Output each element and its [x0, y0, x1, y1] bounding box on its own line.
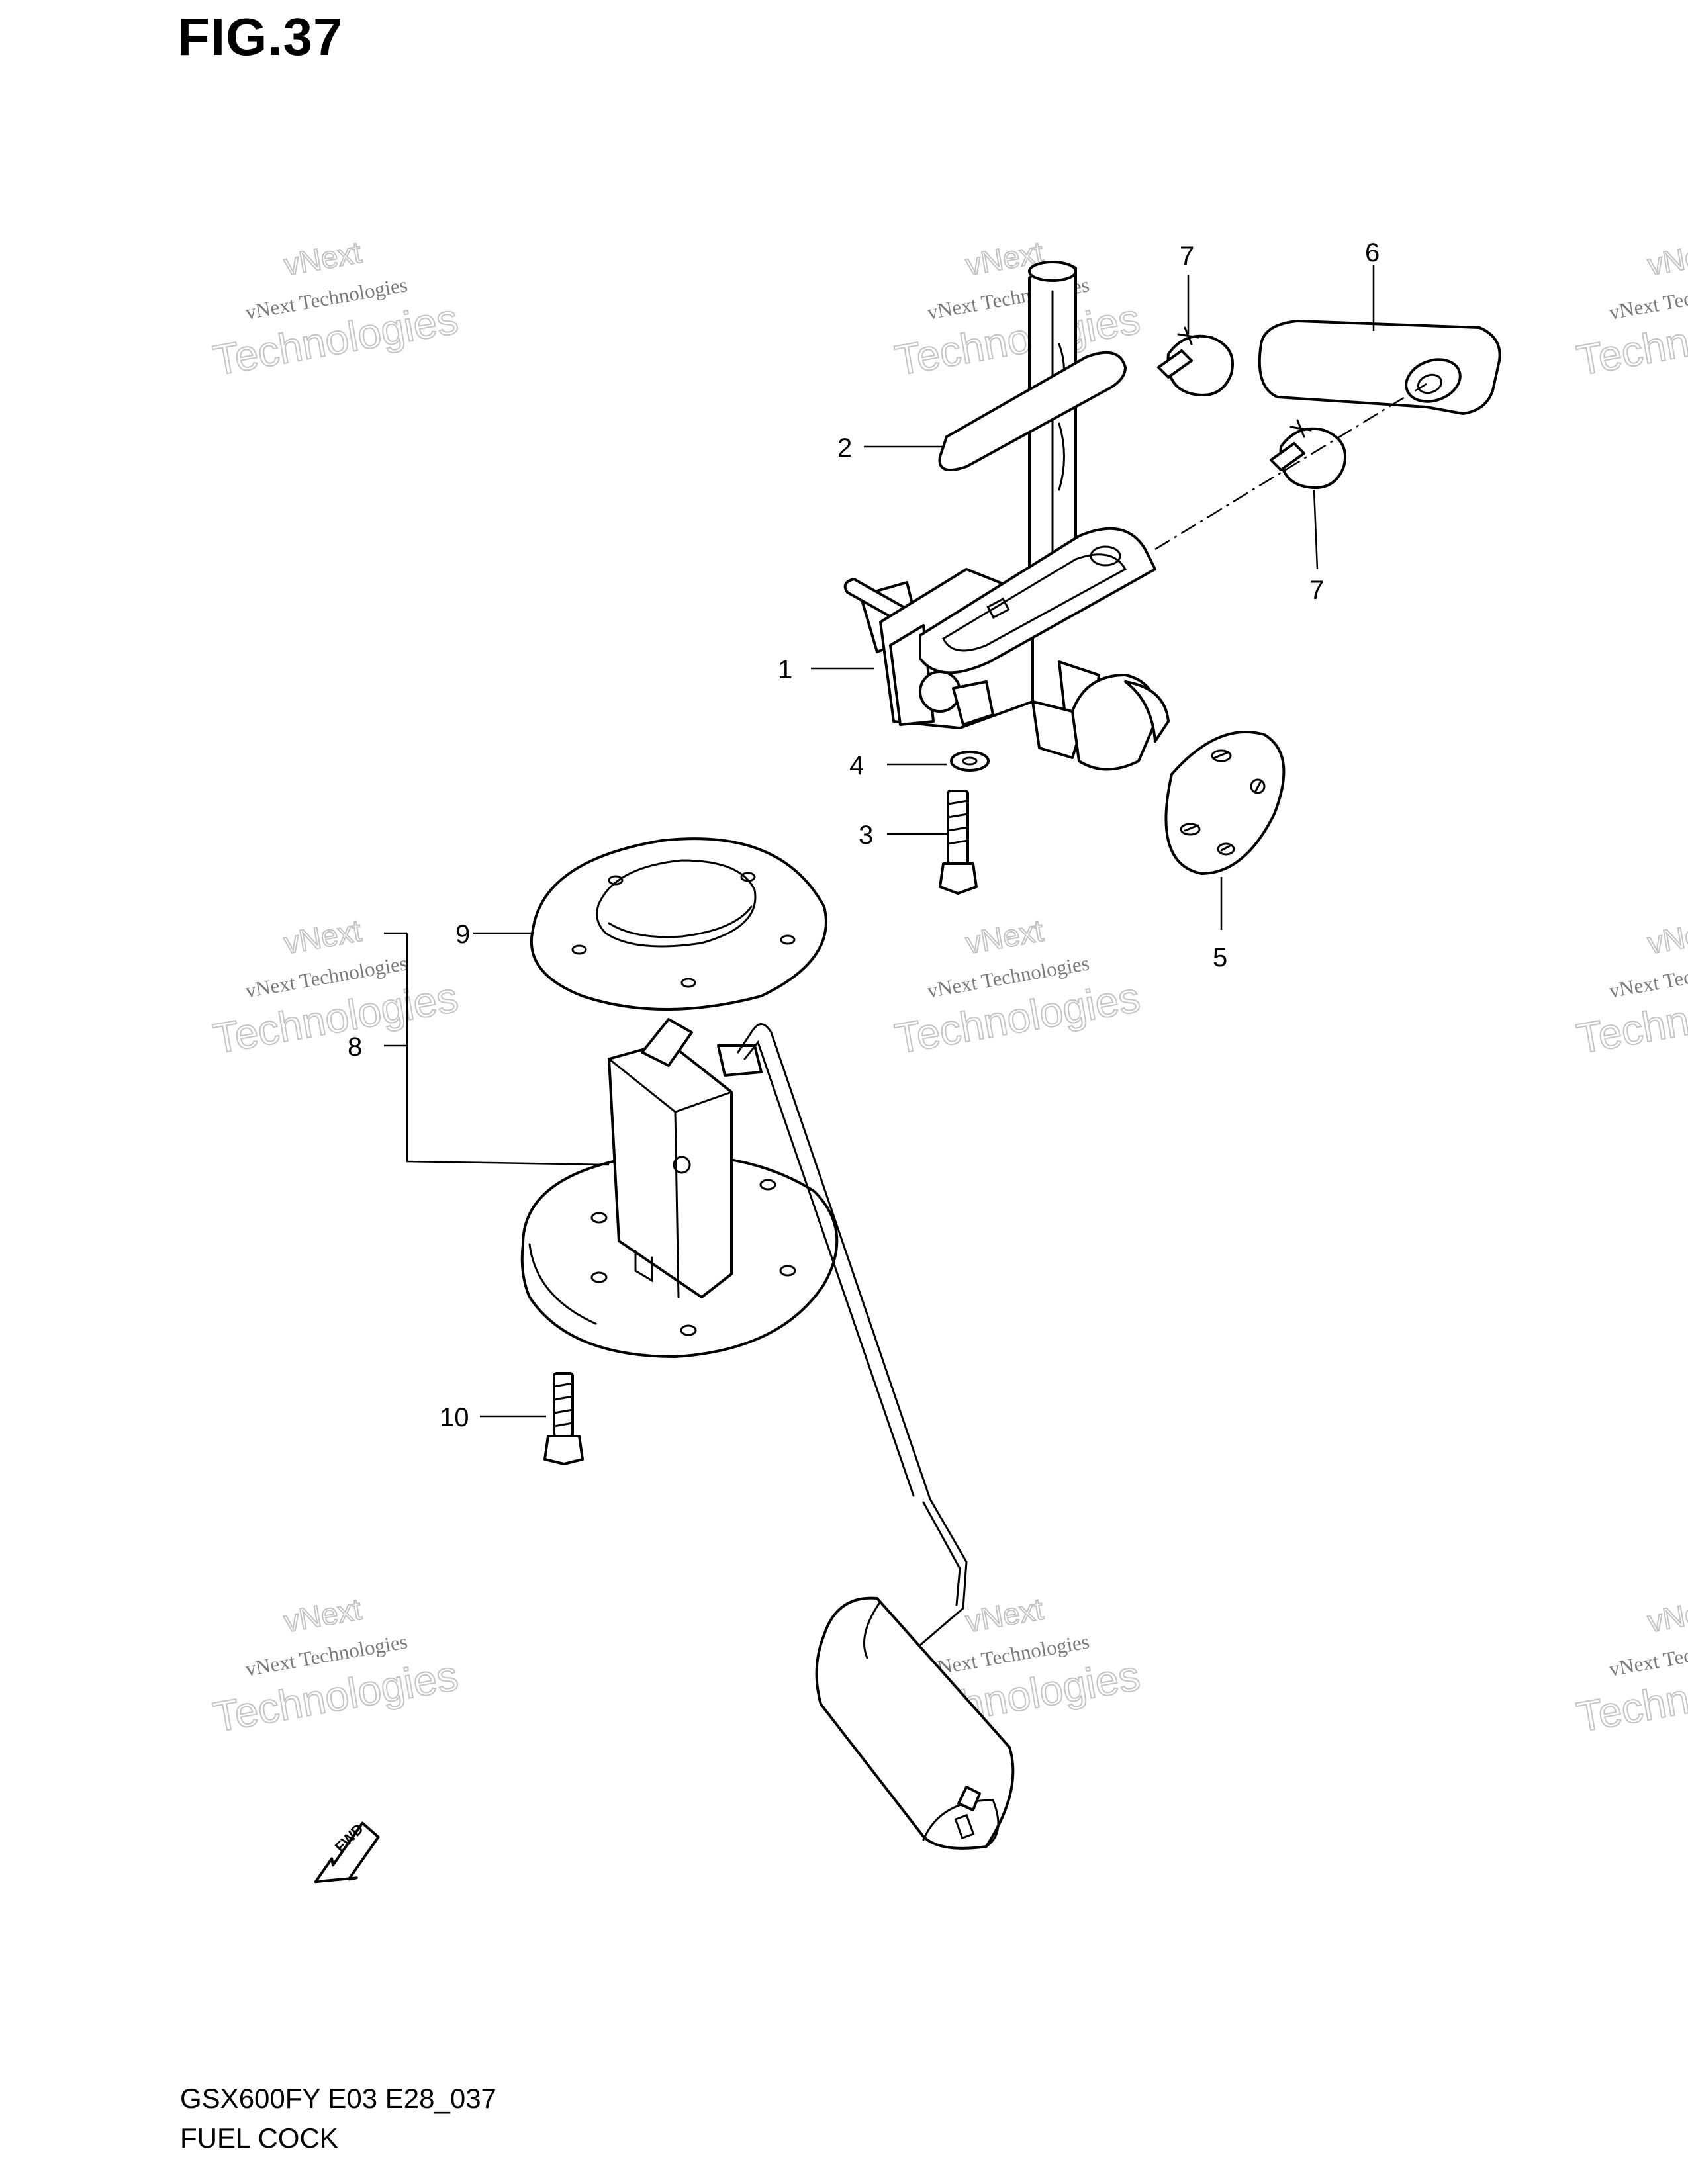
watermark: vNext vNext Technologies Technologies: [209, 913, 462, 1064]
watermark-text: vNext: [281, 913, 364, 961]
watermark-text: vNext: [1645, 235, 1688, 283]
callout-7-upper: 7: [1180, 242, 1194, 271]
part-3-bolt: [939, 790, 978, 895]
watermark-text: vNext: [1645, 1592, 1688, 1639]
callout-7-lower: 7: [1309, 576, 1324, 605]
watermark: vNext vNext Technologies Technologies: [209, 234, 462, 385]
part-2-gasket: [938, 351, 1127, 471]
callout-10: 10: [440, 1403, 469, 1432]
callout-3: 3: [859, 821, 873, 850]
callouts: 1 2 3 4 5 6 7 7 8 9 10: [348, 238, 1380, 1432]
watermark-text: vNext Technologies: [1607, 1629, 1688, 1680]
part-5-filter-plate: [1164, 731, 1286, 875]
watermark-text: vNext: [963, 913, 1046, 961]
watermark-text: vNext: [963, 1592, 1046, 1639]
part-1-fuel-cock: [843, 261, 1170, 771]
callout-9: 9: [455, 920, 470, 949]
part-10-screw: [543, 1372, 584, 1465]
watermark: vNext vNext Technologies Technologies: [1573, 234, 1688, 385]
callout-5: 5: [1213, 943, 1227, 972]
figure-name: FUEL COCK: [180, 2122, 338, 2154]
callout-4: 4: [849, 751, 864, 780]
part-8-fuel-gauge-unit: [520, 1018, 1015, 1850]
watermark: vNext vNext Technologies Technologies: [891, 913, 1144, 1064]
part-4-washer: [950, 751, 990, 772]
watermark: vNext vNext Technologies Technologies: [1573, 1591, 1688, 1742]
watermark-text: vNext: [281, 235, 364, 283]
part-7-clamp-upper: [1157, 326, 1234, 396]
watermark: vNext vNext Technologies Technologies: [209, 1591, 462, 1742]
part-9-gasket-ring: [530, 837, 827, 1011]
callout-1: 1: [778, 655, 792, 684]
watermark-text: vNext: [1645, 913, 1688, 961]
fwd-arrow-icon: FWD: [314, 1820, 380, 1884]
callout-2: 2: [837, 433, 852, 463]
figure-title: FIG.37: [177, 7, 344, 66]
part-7-clamp-lower: [1270, 419, 1346, 489]
watermark-text: vNext: [281, 1592, 364, 1639]
model-code: GSX600FY E03 E28_037: [180, 2083, 496, 2114]
callout-6: 6: [1365, 238, 1380, 267]
callout-8: 8: [348, 1032, 362, 1062]
part-6-fuel-hose: [1258, 320, 1501, 415]
watermark: vNext vNext Technologies Technologies: [1573, 913, 1688, 1064]
assembly-line: [1154, 383, 1427, 551]
watermark-text: vNext Technologies: [1607, 273, 1688, 324]
leader-lines: [384, 265, 1375, 1418]
watermark-text: vNext Technologies: [1607, 951, 1688, 1002]
